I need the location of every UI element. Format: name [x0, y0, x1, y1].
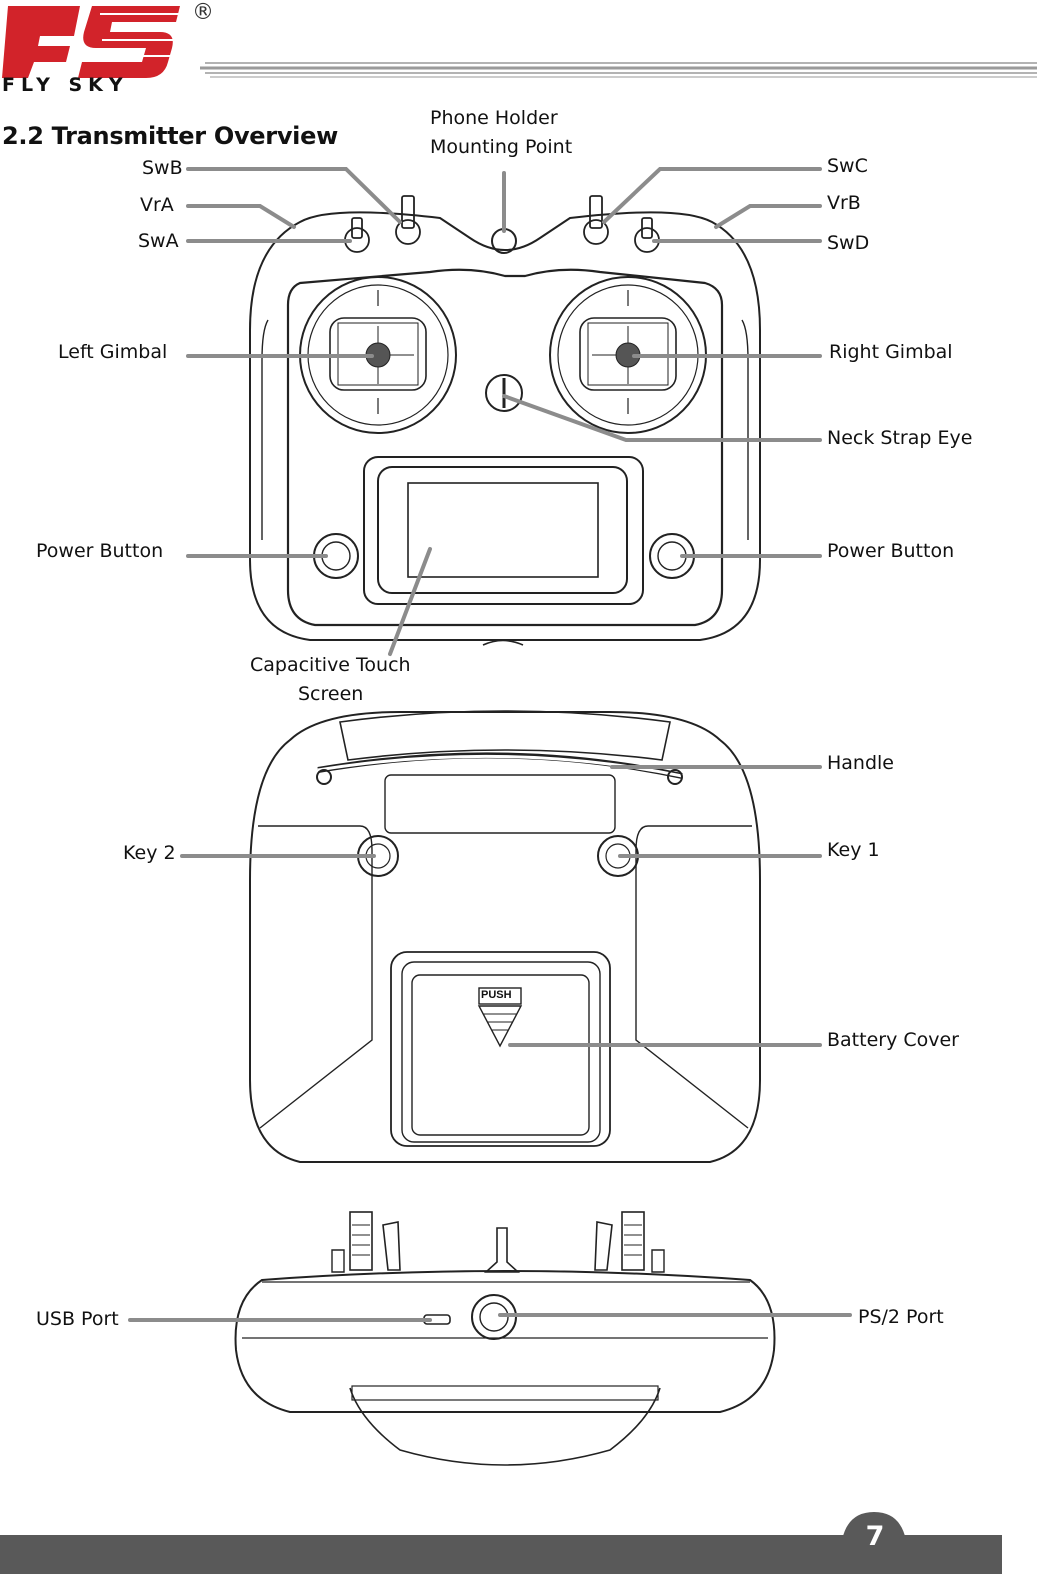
touch-screen-label-line2: Screen	[298, 683, 364, 705]
logo-word: FLY SKY	[2, 74, 129, 96]
flysky-logo	[2, 6, 186, 78]
touch-screen-label: Capacitive Touch	[250, 654, 411, 676]
swd-label: SwD	[827, 232, 870, 254]
key2-label: Key 2	[123, 842, 176, 864]
push-label: PUSH	[481, 989, 512, 1001]
neck-strap-eye-label: Neck Strap Eye	[827, 427, 973, 449]
vra-label: VrA	[140, 194, 174, 216]
back-view-drawing	[249, 710, 761, 1163]
swa-label: SwA	[138, 230, 179, 252]
handle-label: Handle	[827, 752, 895, 774]
right-gimbal-label: Right Gimbal	[829, 341, 953, 363]
footer-bar	[0, 1512, 1002, 1574]
top-view-drawing	[234, 1211, 776, 1466]
swc-label: SwC	[827, 155, 868, 177]
front-view-drawing	[249, 195, 761, 646]
vrb-label: VrB	[827, 192, 861, 214]
section-title: 2.2 Transmitter Overview	[2, 122, 338, 150]
power-button-left-label: Power Button	[36, 540, 164, 562]
registered-mark: ®	[192, 0, 214, 25]
swb-label: SwB	[142, 157, 183, 179]
power-button-right-label: Power Button	[827, 540, 955, 562]
ps2-port-label: PS/2 Port	[858, 1306, 944, 1328]
phone-holder-label-line2: Mounting Point	[430, 136, 573, 158]
leader-lines	[128, 167, 852, 1322]
battery-cover-label: Battery Cover	[827, 1029, 959, 1051]
usb-port-label: USB Port	[36, 1308, 119, 1330]
page-number: 7	[865, 1521, 885, 1552]
left-gimbal-label: Left Gimbal	[58, 341, 168, 363]
header-rule	[200, 62, 1037, 78]
phone-holder-label: Phone Holder	[430, 107, 558, 129]
key1-label: Key 1	[827, 839, 880, 861]
